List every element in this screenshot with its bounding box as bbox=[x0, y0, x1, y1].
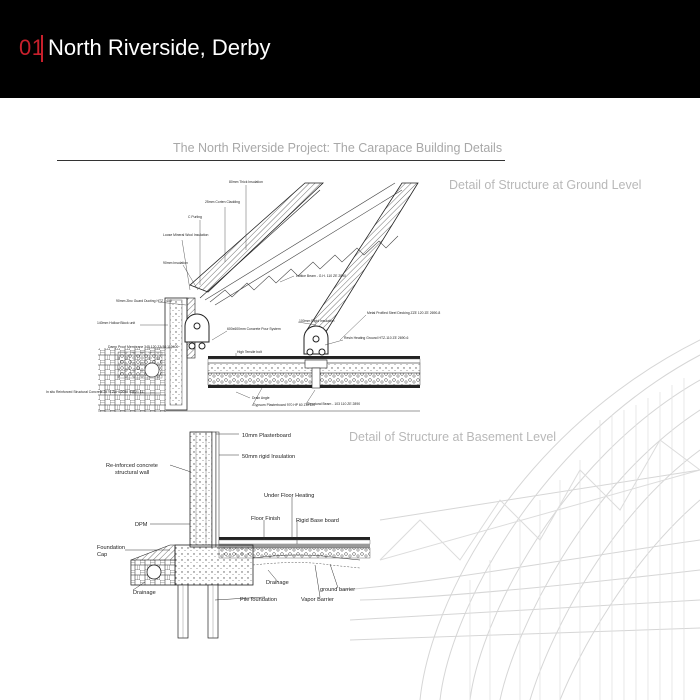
label-mineral-wool: Loose Mineral Wool Insulation bbox=[163, 233, 208, 237]
label-cladding: 25mm Corten Cladding bbox=[205, 200, 240, 204]
caption-basement-level: Detail of Structure at Basement Level bbox=[349, 430, 557, 444]
header-divider bbox=[41, 35, 43, 62]
label-heating-ground: Resin Heating Ground HTZ-110 ZE 2690-6 bbox=[344, 336, 409, 340]
page-title: North Riverside, Derby bbox=[48, 35, 271, 60]
drainage-bed bbox=[130, 544, 176, 586]
page-number: 01 bbox=[19, 35, 45, 60]
label-thick-insulation: 80mm Thick Insulation bbox=[229, 180, 263, 184]
label-dpm-ground: Damp Proof Membrane 345 120 ZA 50 110400 bbox=[108, 345, 178, 349]
pin-joint-left bbox=[184, 313, 210, 350]
label-hollow-block: 140mm Hollow Block unit bbox=[97, 321, 135, 325]
label-reinforced-structural: In situ Reinforced Structural Concrete 3… bbox=[46, 390, 144, 394]
label-under-floor-heating: Under Floor Heating bbox=[264, 493, 314, 499]
ground-fill bbox=[98, 348, 420, 412]
label-drain-angle: Drain Angle bbox=[252, 396, 270, 400]
roof-beam bbox=[189, 182, 325, 299]
label-plasterboard: 10mm Plasterboard bbox=[242, 433, 291, 439]
label-concrete-pour: 600x600mm Concrete Pour System bbox=[227, 327, 281, 331]
label-rigid-insulation-ground: 100mm Rigid Insulation bbox=[299, 319, 335, 323]
basement-floor bbox=[218, 537, 371, 559]
label-pile-foundation: Pile foundation bbox=[240, 597, 277, 603]
label-drainage-left: Drainage bbox=[133, 590, 156, 596]
header-bar: 01 North Riverside, Derby bbox=[0, 0, 700, 98]
foundation-cap bbox=[174, 544, 361, 586]
label-floor-finish: Floor Finish bbox=[251, 516, 280, 522]
label-vapor-barrier: Vapor Barrier bbox=[301, 597, 334, 603]
structural-beam bbox=[304, 359, 328, 389]
label-ground-barrier: ground barrier bbox=[320, 587, 355, 593]
label-high-tensile: High Tensile bolt bbox=[237, 350, 262, 354]
label-plasterboard-ground: Gypsum Plasterboard 970 HP 60 ZM 120 bbox=[253, 403, 315, 407]
label-dpm: DPM bbox=[135, 522, 148, 528]
label-structural-beam: Structural Beam - 103 110 ZE 2890 bbox=[307, 402, 360, 406]
label-insulation-90: 90mm Insulation bbox=[163, 261, 188, 265]
label-cap: Cap bbox=[97, 552, 107, 558]
label-lattice-beam: Lattice Beam - G.H. 110 ZE 2890 bbox=[296, 274, 346, 278]
label-reinforced-wall-1: Re-inforced concrete bbox=[106, 463, 158, 469]
pile-foundation bbox=[177, 584, 219, 639]
leader-lines bbox=[132, 185, 367, 407]
label-reinforced-wall-2: structural wall bbox=[115, 470, 149, 476]
label-rigid-base-board: Rigid Base board bbox=[296, 518, 339, 524]
basement-leader-lines bbox=[125, 433, 339, 601]
label-zinc-gutter: 90mm Zinc Guard Ducting HTZ - 400 bbox=[116, 299, 172, 303]
label-drainage-mid: Drainage bbox=[266, 580, 289, 586]
label-rigid-insulation: 50mm rigid Insulation bbox=[242, 454, 295, 460]
label-foundation: Foundation bbox=[97, 545, 125, 551]
project-subtitle: The North Riverside Project: The Carapac… bbox=[173, 141, 503, 155]
caption-ground-level: Detail of Structure at Ground Level bbox=[449, 178, 642, 192]
label-metal-decking: Metal Profiled Steel Decking ZZE 120 ZE … bbox=[367, 311, 440, 315]
pin-joint-right bbox=[303, 325, 329, 356]
reinforced-concrete-wall bbox=[189, 431, 220, 548]
label-c-purling: C Purling bbox=[188, 215, 202, 219]
subtitle-rule bbox=[57, 160, 505, 161]
